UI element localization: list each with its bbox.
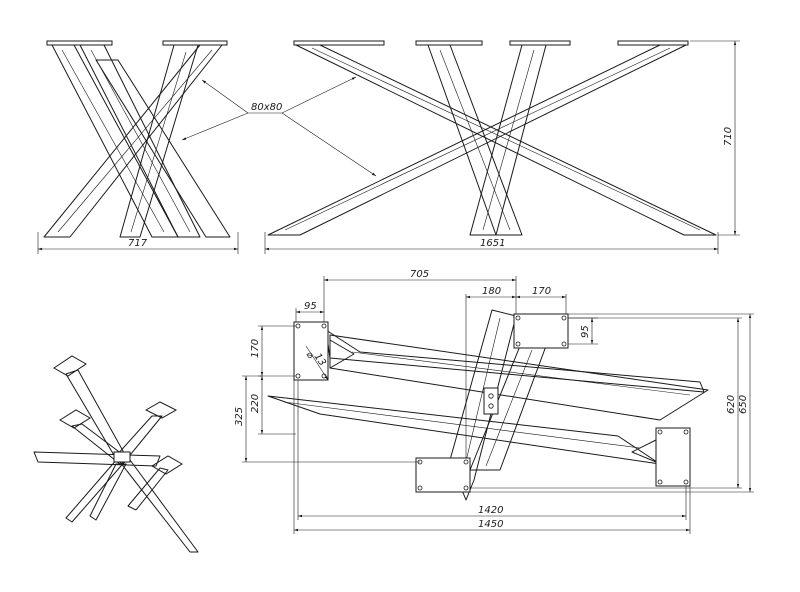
top-plate-ur-hole-2 <box>561 315 567 321</box>
top-beam-cross-a-edge <box>461 317 501 479</box>
side-view: 1651 710 <box>264 40 740 254</box>
top-beam-upper <box>325 329 705 393</box>
top-beam-upper-edge <box>351 351 691 396</box>
side-top-plate-2 <box>415 40 483 46</box>
front-leg-b <box>79 44 201 238</box>
top-plate-ll-hole-3 <box>417 485 423 491</box>
top-center-bolt-1 <box>488 393 494 399</box>
iso-leg-8 <box>127 467 169 511</box>
front-leg-b-edge <box>90 49 191 233</box>
side-short-leg-b-edge <box>482 49 535 231</box>
front-leg-c <box>95 59 231 238</box>
side-long-leg-b-edge <box>284 47 671 231</box>
iso-leg-6 <box>119 459 199 553</box>
front-top-plate-right <box>162 40 228 46</box>
top-plate-upper-right <box>513 313 569 349</box>
side-long-leg-b <box>267 44 687 236</box>
iso-center-block <box>113 451 131 463</box>
top-plate-ur-hole-4 <box>561 341 567 347</box>
side-length-label: 1651 <box>480 238 505 249</box>
iso-plate-2 <box>59 409 91 429</box>
top-beam-tip-left <box>329 339 355 369</box>
profile-callout: 80x80 <box>181 76 377 177</box>
dim-170-top-label: 170 <box>532 286 551 297</box>
top-plate-right <box>655 427 691 487</box>
top-plate-right-hole-3 <box>657 479 663 485</box>
top-center-bolt-2 <box>488 403 494 409</box>
side-long-leg-a <box>295 44 717 236</box>
front-top-plate-left <box>46 40 113 46</box>
dim-95-width-label: 95 <box>304 301 317 312</box>
side-short-leg-a <box>427 44 523 236</box>
iso-leg-5 <box>65 457 129 523</box>
top-beam-tip-right <box>631 439 657 463</box>
side-top-plate-4 <box>617 40 689 46</box>
front-leg-a-edge <box>61 49 165 233</box>
iso-leg-7 <box>89 463 127 521</box>
top-plate-left-hole-1 <box>295 323 301 329</box>
dim-705-label: 705 <box>410 269 429 280</box>
front-width-label: 717 <box>128 238 148 249</box>
dim-left-325-label: 325 <box>234 407 245 426</box>
dim-left-170-label: 170 <box>250 339 261 358</box>
top-plate-left-hole-2 <box>321 323 327 329</box>
profile-leader-1 <box>201 79 249 114</box>
profile-leader-3 <box>281 76 357 114</box>
height-label: 710 <box>723 127 734 146</box>
top-plate-left-hole-3 <box>295 373 301 379</box>
dim-1450-label: 1450 <box>478 519 503 530</box>
hole-dia-leader <box>305 345 329 381</box>
hole-dia-symbol: ⌀ <box>304 350 317 362</box>
top-plate-lower-left <box>415 457 471 493</box>
front-leg-d-edge <box>57 49 213 233</box>
top-plate-ur-hole-3 <box>515 341 521 347</box>
top-view: 705 180 170 95 95 170 220 325 ⌀ 13 <box>234 269 754 534</box>
side-top-plate-3 <box>509 40 571 46</box>
front-leg-e <box>119 44 199 238</box>
side-short-leg-a-edge <box>439 49 511 231</box>
side-top-plate-1 <box>293 40 385 46</box>
top-plate-right-hole-2 <box>683 429 689 435</box>
iso-plate-1 <box>53 355 87 377</box>
top-beam-cross-b-edge <box>485 349 533 467</box>
top-beam-lower-edge <box>283 401 641 449</box>
top-beam-upper-body <box>329 334 709 421</box>
top-plate-ll-hole-4 <box>463 485 469 491</box>
dim-1420-label: 1420 <box>478 505 503 516</box>
front-leg-e-edge <box>130 51 187 233</box>
top-center-plate <box>483 387 499 415</box>
isometric-view <box>33 355 199 553</box>
top-plate-ll-hole-2 <box>463 459 469 465</box>
top-plate-ur-hole-1 <box>515 315 521 321</box>
top-plate-right-hole-1 <box>657 429 663 435</box>
dim-left-220-label: 220 <box>250 394 261 413</box>
dim-95-height-label: 95 <box>580 325 591 338</box>
side-long-leg-a-edge <box>311 47 701 231</box>
profile-leader-2 <box>181 112 249 141</box>
front-view: 717 <box>37 40 239 254</box>
front-leg-d <box>43 44 223 238</box>
top-plate-right-hole-4 <box>683 479 689 485</box>
iso-plate-4 <box>151 455 183 475</box>
profile-leader-4 <box>281 112 377 177</box>
dim-650-label: 650 <box>738 395 749 414</box>
top-plate-left <box>293 321 329 381</box>
top-beam-lower-body <box>267 395 661 465</box>
dim-180-label: 180 <box>482 286 501 297</box>
dim-620-label: 620 <box>726 395 737 414</box>
profile-label: 80x80 <box>251 102 282 113</box>
iso-plate-3 <box>144 401 178 419</box>
iso-leg-4 <box>33 451 161 467</box>
